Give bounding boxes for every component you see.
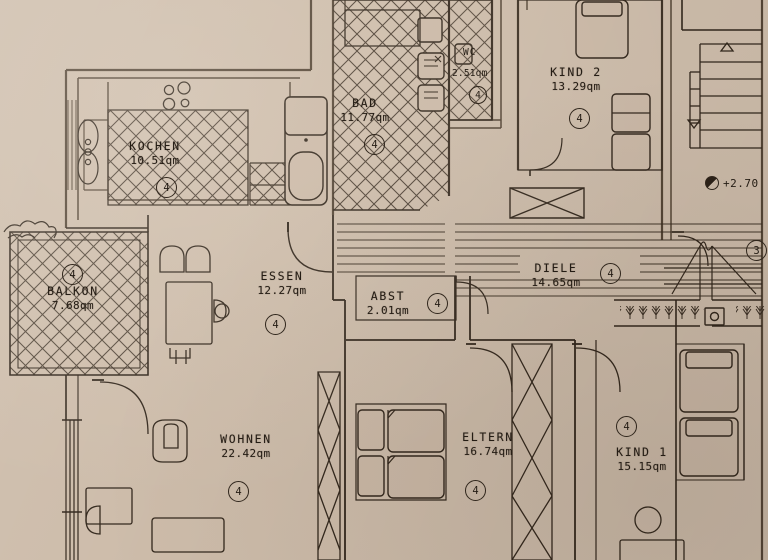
room-marker-wohnen[interactable]: 4 [228, 481, 249, 502]
room-name-eltern: ELTERN [462, 430, 514, 444]
room-name-kind2: KIND 2 [550, 65, 602, 79]
stair-marker[interactable]: 3 [746, 240, 767, 261]
elevation-value: +2.70 [723, 176, 759, 190]
room-area-kind1: 15.15qm [617, 459, 667, 473]
room-label-wohnen: WOHNEN 22.42qm [194, 432, 298, 461]
room-area-kind2: 13.29qm [551, 79, 601, 93]
room-area-wc: 2.51qm [452, 68, 488, 79]
room-area-balkon: 7.68qm [51, 298, 95, 312]
room-name-kochen: KOCHEN [129, 139, 181, 153]
room-name-abst: ABST [370, 289, 406, 303]
room-marker-balkon[interactable]: 4 [62, 264, 83, 285]
room-area-essen: 12.27qm [257, 283, 307, 297]
room-name-kind1: KIND 1 [616, 445, 668, 459]
room-marker-abst[interactable]: 4 [427, 293, 448, 314]
room-area-eltern: 16.74qm [463, 444, 513, 458]
room-area-bad: 11.77qm [340, 110, 390, 124]
room-area-abst: 2.01qm [366, 303, 410, 317]
room-name-balkon: BALKON [47, 284, 99, 298]
room-label-essen: ESSEN 12.27qm [234, 269, 330, 298]
room-marker-kind2[interactable]: 4 [569, 108, 590, 129]
room-name-wc: WC [463, 47, 477, 58]
room-name-diele: DIELE [534, 261, 578, 275]
room-marker-bad[interactable]: 4 [364, 134, 385, 155]
room-name-bad: BAD [352, 96, 378, 110]
room-label-kind1: KIND 1 15.15qm [592, 445, 692, 474]
room-area-kochen: 10.51qm [130, 153, 180, 167]
room-label-diele: DIELE 14.65qm [508, 261, 604, 290]
room-label-kochen: KOCHEN 10.51qm [110, 139, 200, 168]
room-marker-wc[interactable]: 4 [469, 86, 487, 104]
room-marker-diele[interactable]: 4 [600, 263, 621, 284]
room-area-diele: 14.65qm [531, 275, 581, 289]
room-marker-kochen[interactable]: 4 [156, 177, 177, 198]
room-marker-eltern[interactable]: 4 [465, 480, 486, 501]
elevation-marker: +2.70 [705, 176, 759, 190]
room-name-essen: ESSEN [260, 269, 304, 283]
room-label-balkon: BALKON 7.68qm [28, 284, 118, 313]
room-label-kind2: KIND 2 13.29qm [526, 65, 626, 94]
room-marker-kind1[interactable]: 4 [616, 416, 637, 437]
level-symbol-icon [705, 176, 719, 190]
room-label-eltern: ELTERN 16.74qm [438, 430, 538, 459]
room-label-bad: BAD 11.77qm [320, 96, 410, 125]
room-marker-essen[interactable]: 4 [265, 314, 286, 335]
room-name-wohnen: WOHNEN [220, 432, 272, 446]
room-area-wohnen: 22.42qm [221, 446, 271, 460]
room-label-abst: ABST 2.01qm [350, 289, 426, 318]
